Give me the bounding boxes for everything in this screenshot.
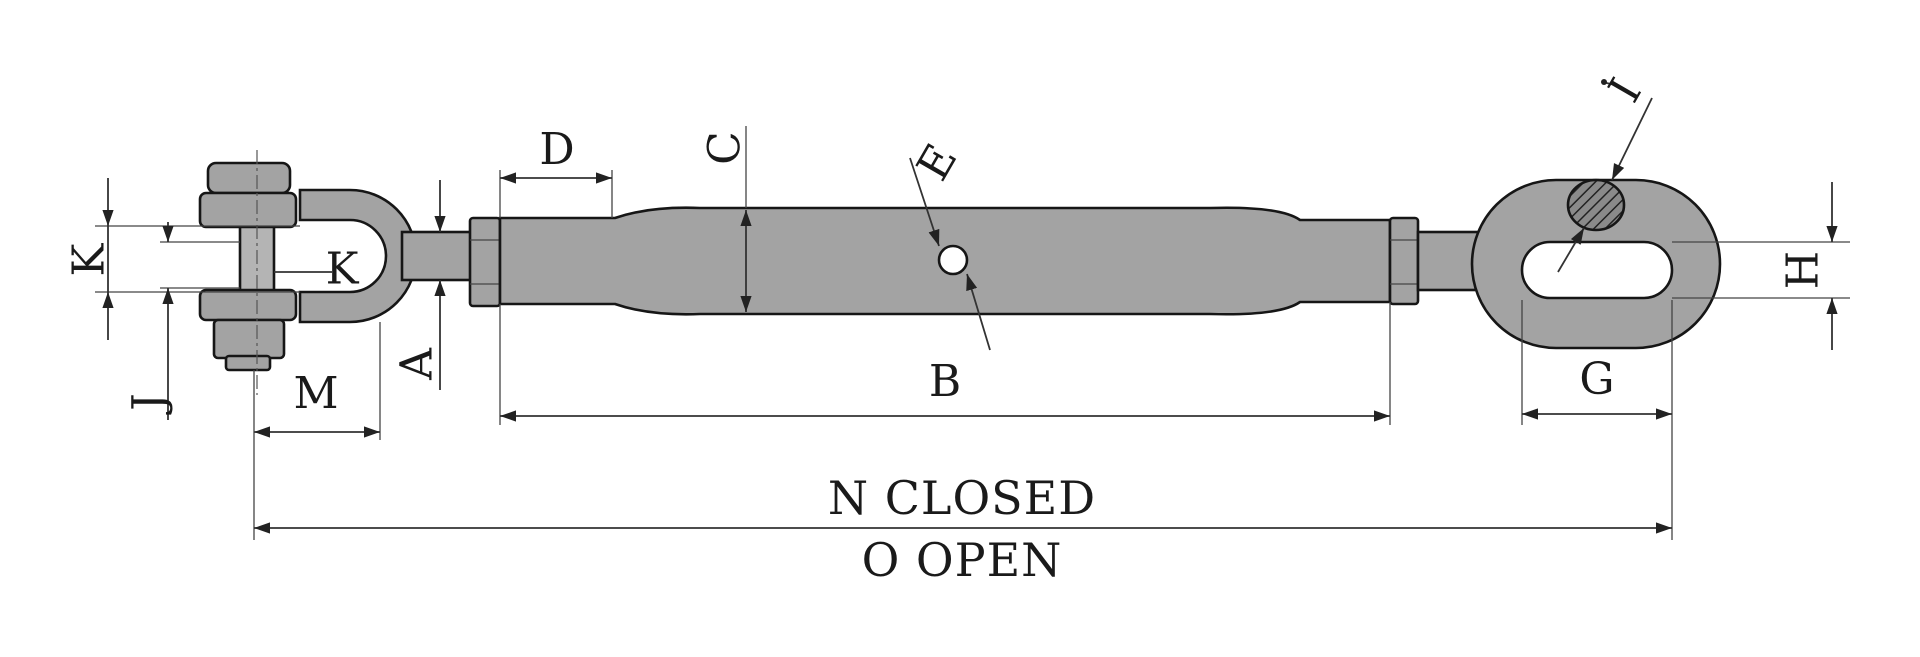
jaw-neck xyxy=(400,230,474,282)
dimension-b: B xyxy=(499,302,1391,425)
dimension-g: G xyxy=(1521,300,1673,425)
jaw-bolt-head xyxy=(206,161,292,195)
dimension-k-inner: K xyxy=(274,244,360,295)
label-k-inner: K xyxy=(326,244,360,295)
dimension-d: D xyxy=(499,124,613,218)
jam-nut-right xyxy=(1388,216,1420,306)
dimension-m: M xyxy=(254,322,381,440)
dimension-k-outer: K xyxy=(64,178,300,340)
label-d: D xyxy=(539,124,574,175)
jaw-bolt-collar xyxy=(198,191,298,229)
eye-slot xyxy=(1520,240,1674,300)
jam-nut-left xyxy=(468,216,502,308)
label-o-open: O OPEN xyxy=(862,533,1063,587)
dimension-n-o: N CLOSED O OPEN xyxy=(253,370,1673,587)
jaw-nut xyxy=(198,288,298,322)
eye-section xyxy=(1566,178,1626,232)
tommy-hole xyxy=(937,244,969,276)
label-c: C xyxy=(700,131,751,165)
label-j: J xyxy=(124,393,175,415)
label-e: E xyxy=(907,136,967,189)
label-m: M xyxy=(293,368,338,419)
label-i: I xyxy=(1599,70,1652,111)
label-h: H xyxy=(1778,251,1829,289)
label-a: A xyxy=(392,347,443,381)
dimension-h: H xyxy=(1672,182,1850,350)
dimension-a: A xyxy=(392,180,446,390)
eye-neck xyxy=(1416,230,1480,292)
dimension-j: J xyxy=(124,222,240,420)
label-b: B xyxy=(929,356,961,407)
label-g: G xyxy=(1579,354,1614,405)
label-n-closed: N CLOSED xyxy=(828,471,1096,525)
label-k-outer: K xyxy=(64,242,115,276)
jaw-nut-end xyxy=(224,354,272,372)
jaw-nut-lower xyxy=(212,318,286,360)
jaw-body xyxy=(298,188,418,324)
eye-end xyxy=(1416,178,1722,350)
dimension-c: C xyxy=(700,126,752,312)
